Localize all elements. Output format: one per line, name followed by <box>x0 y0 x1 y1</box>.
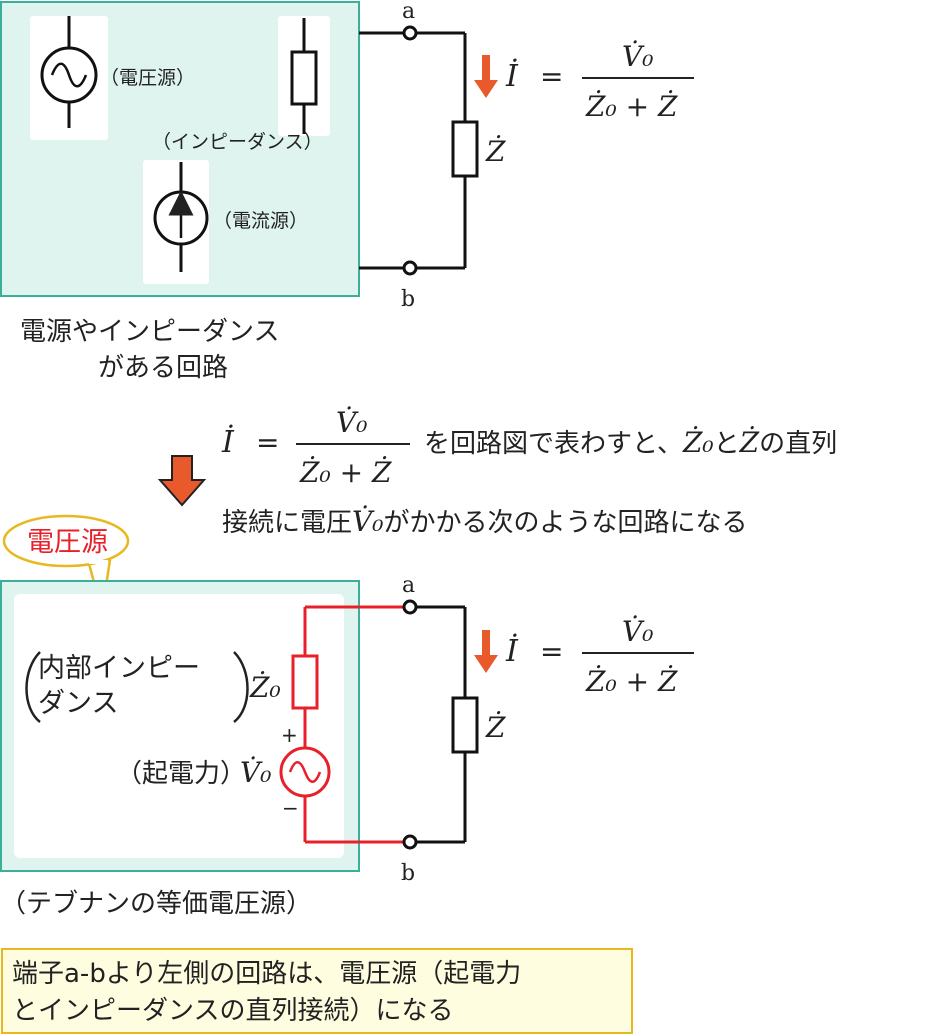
load-impedance-icon <box>451 120 479 178</box>
equals-sign: = <box>540 60 563 93</box>
terminal-b-icon <box>402 260 418 276</box>
formula-numerator: V̇₀ <box>622 40 653 73</box>
current-arrow-icon <box>474 55 498 98</box>
bottom-circuit: 内部インピー ダンス Ż₀ + − （起電力） V̇₀ a b İ = V̇₀ … <box>0 573 694 919</box>
bottom-terminal-a-icon <box>402 599 418 615</box>
callout-text: 電圧源 <box>27 527 108 558</box>
mid-line2: 接続に電圧V̇₀がかかる次のような回路になる <box>222 505 747 538</box>
internal-impedance-line1: 内部インピー <box>38 653 200 684</box>
middle-explanation: İ = V̇₀ Ż₀ + Ż を回路図で表わすと、Ż₀とŻの直列 接続に電圧V̇… <box>157 406 837 538</box>
bottom-load-symbol: Ż <box>485 711 506 744</box>
note-line2: とインピーダンスの直列接続）になる <box>12 996 453 1026</box>
mid-line1: を回路図で表わすと、Ż₀とŻの直列 <box>424 426 837 459</box>
note-box: 端子a-bより左側の回路は、電圧源（起電力 とインピーダンスの直列接続）になる <box>1 948 633 1034</box>
impedance-icon <box>290 50 318 106</box>
internal-impedance-line2: ダンス <box>38 688 118 719</box>
note-line1: 端子a-bより左側の回路は、電圧源（起電力 <box>12 959 521 989</box>
top-caption-line2: がある回路 <box>98 353 228 383</box>
bottom-formula-denominator: Ż₀ + Ż <box>585 665 678 698</box>
bottom-terminal-a-label: a <box>402 573 415 598</box>
plus-sign: + <box>281 723 298 747</box>
terminal-a-label: a <box>402 0 415 24</box>
mid-equals-sign: = <box>256 426 279 459</box>
v0-symbol: V̇₀ <box>240 756 271 789</box>
formula-denominator: Ż₀ + Ż <box>585 90 678 123</box>
emf-label: （起電力） <box>116 759 246 789</box>
terminal-b-label: b <box>401 287 415 312</box>
terminal-a-icon <box>402 25 418 41</box>
bottom-terminal-b-label: b <box>401 861 415 886</box>
minus-sign: − <box>282 796 299 820</box>
bottom-terminal-b-icon <box>402 834 418 850</box>
mid-numerator: V̇₀ <box>336 406 367 439</box>
top-caption-line1: 電源やインピーダンス <box>20 317 279 347</box>
voltage-source-label: （電圧源） <box>100 67 195 89</box>
bottom-current-arrow-icon <box>474 630 498 673</box>
mid-formula-lhs: İ <box>221 424 235 460</box>
impedance-label: （インピーダンス） <box>152 131 323 153</box>
z0-symbol: Ż₀ <box>249 671 281 704</box>
top-circuit: （電圧源） （インピーダンス） （電流源） a b İ = V̇₀ Ż₀ + Ż <box>0 0 694 383</box>
bottom-load-impedance-icon <box>451 696 479 754</box>
internal-impedance-icon <box>291 654 319 710</box>
mid-denominator: Ż₀ + Ż <box>299 456 392 489</box>
current-symbol: İ <box>505 58 519 94</box>
down-arrow-icon <box>157 455 207 507</box>
thevenin-caption: （テブナンの等価電圧源） <box>0 889 312 919</box>
bottom-equals-sign: = <box>540 635 563 668</box>
load-symbol: Ż <box>485 135 506 168</box>
current-source-label: （電流源） <box>213 210 308 232</box>
bottom-inner-card <box>14 594 344 858</box>
bottom-formula-numerator: V̇₀ <box>622 615 653 648</box>
bottom-current-symbol: İ <box>505 633 519 669</box>
